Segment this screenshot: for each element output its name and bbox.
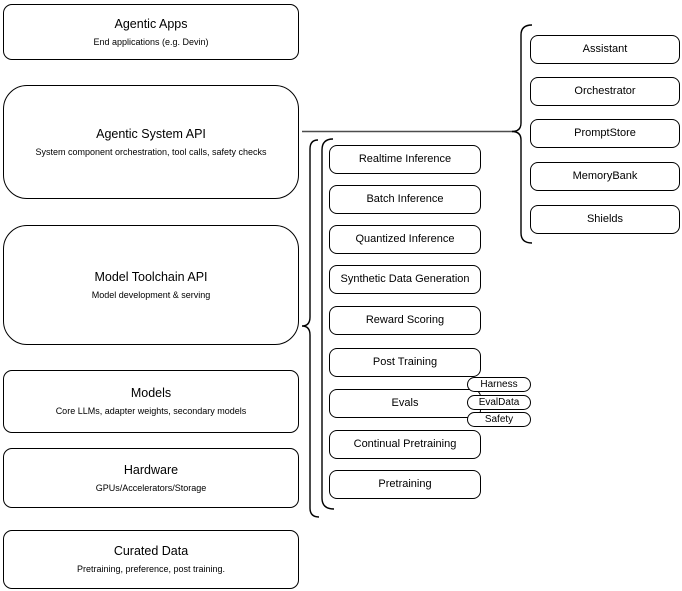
system-group-brace <box>511 24 533 244</box>
tag-evaldata: EvalData <box>467 395 531 410</box>
node-title: Agentic Apps <box>114 16 188 31</box>
node-agentic-apps: Agentic Apps End applications (e.g. Devi… <box>3 4 299 60</box>
node-title: Model Toolchain API <box>94 269 208 284</box>
node-subtitle: End applications (e.g. Devin) <box>93 36 209 47</box>
node-evals: Evals <box>329 389 481 418</box>
node-subtitle: Model development & serving <box>91 289 211 300</box>
node-orchestrator: Orchestrator <box>530 77 680 106</box>
node-subtitle: Pretraining, preference, post training. <box>76 564 226 574</box>
node-subtitle: System component orchestration, tool cal… <box>35 146 267 157</box>
node-curated-data: Curated Data Pretraining, preference, po… <box>3 530 299 589</box>
node-memorybank: MemoryBank <box>530 162 680 191</box>
node-continual-pretraining: Continual Pretraining <box>329 430 481 459</box>
node-assistant: Assistant <box>530 35 680 64</box>
node-promptstore: PromptStore <box>530 119 680 148</box>
node-quantized-inference: Quantized Inference <box>329 225 481 254</box>
node-batch-inference: Batch Inference <box>329 185 481 214</box>
node-title: Models <box>130 386 172 400</box>
node-shields: Shields <box>530 205 680 234</box>
node-subtitle: GPUs/Accelerators/Storage <box>95 482 207 493</box>
node-hardware: Hardware GPUs/Accelerators/Storage <box>3 448 299 508</box>
toolchain-group-bracket <box>321 138 335 510</box>
node-post-training: Post Training <box>329 348 481 377</box>
node-synthetic-data-generation: Synthetic Data Generation <box>329 265 481 294</box>
node-title: Agentic System API <box>96 126 206 141</box>
tag-safety: Safety <box>467 412 531 427</box>
node-realtime-inference: Realtime Inference <box>329 145 481 174</box>
node-reward-scoring: Reward Scoring <box>329 306 481 335</box>
tag-harness: Harness <box>467 377 531 392</box>
node-models: Models Core LLMs, adapter weights, secon… <box>3 370 299 433</box>
toolchain-group-brace <box>301 139 320 518</box>
node-pretraining: Pretraining <box>329 470 481 499</box>
node-title: Curated Data <box>113 544 189 558</box>
node-agentic-system-api: Agentic System API System component orch… <box>3 85 299 199</box>
node-title: Hardware <box>123 462 179 477</box>
node-model-toolchain-api: Model Toolchain API Model development & … <box>3 225 299 345</box>
node-subtitle: Core LLMs, adapter weights, secondary mo… <box>55 406 247 416</box>
